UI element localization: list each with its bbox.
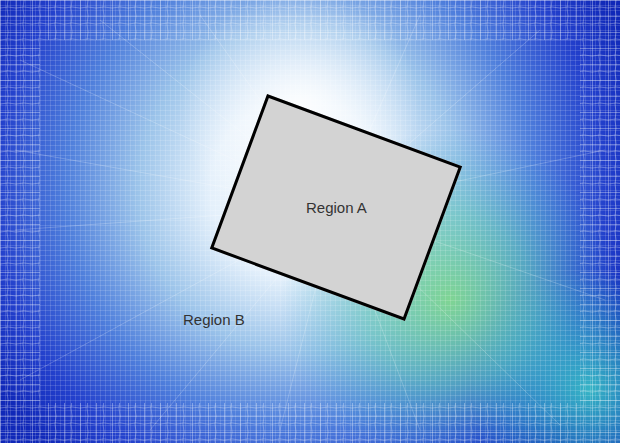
region-box: Region A	[210, 94, 462, 321]
region-label: Region B	[183, 311, 245, 328]
region-label: Region A	[306, 198, 367, 215]
label-holder: Region B	[183, 311, 245, 329]
